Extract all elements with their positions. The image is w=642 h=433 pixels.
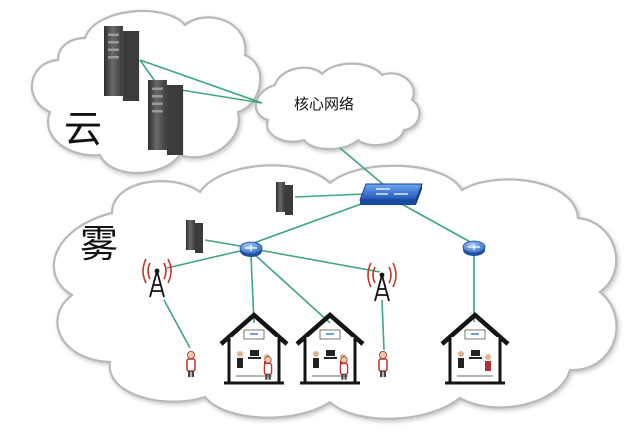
fog-label: 雾	[80, 222, 118, 266]
network-links	[139, 59, 475, 351]
link-tower-person1	[163, 299, 191, 349]
link-tower-person4	[381, 299, 385, 351]
core-network-label: 核心网络	[294, 95, 354, 113]
link-fogserver2-router	[204, 239, 241, 247]
router-left-icon	[239, 241, 263, 258]
router-right-icon	[462, 240, 486, 257]
link-router-house1	[250, 255, 255, 324]
link-core-switch	[339, 147, 386, 187]
link-switch-router-left	[250, 199, 373, 245]
network-switch-icon	[359, 183, 423, 205]
link-fogserver-switch	[294, 193, 366, 198]
cloud-server-2-icon	[148, 80, 184, 155]
link-server1-core	[139, 59, 263, 104]
cloud-server-1-icon	[104, 26, 140, 101]
link-router-house2	[253, 253, 331, 324]
core-network-cloud	[254, 62, 421, 150]
cloud-label: 云	[64, 107, 102, 151]
fog-server-2-icon	[186, 220, 203, 253]
fog-server-1-icon	[276, 182, 293, 215]
link-router-tower-right	[258, 249, 381, 273]
cloud-cloud	[30, 9, 262, 175]
link-router-tower-left	[166, 249, 245, 269]
link-switch-router-right	[397, 201, 475, 245]
